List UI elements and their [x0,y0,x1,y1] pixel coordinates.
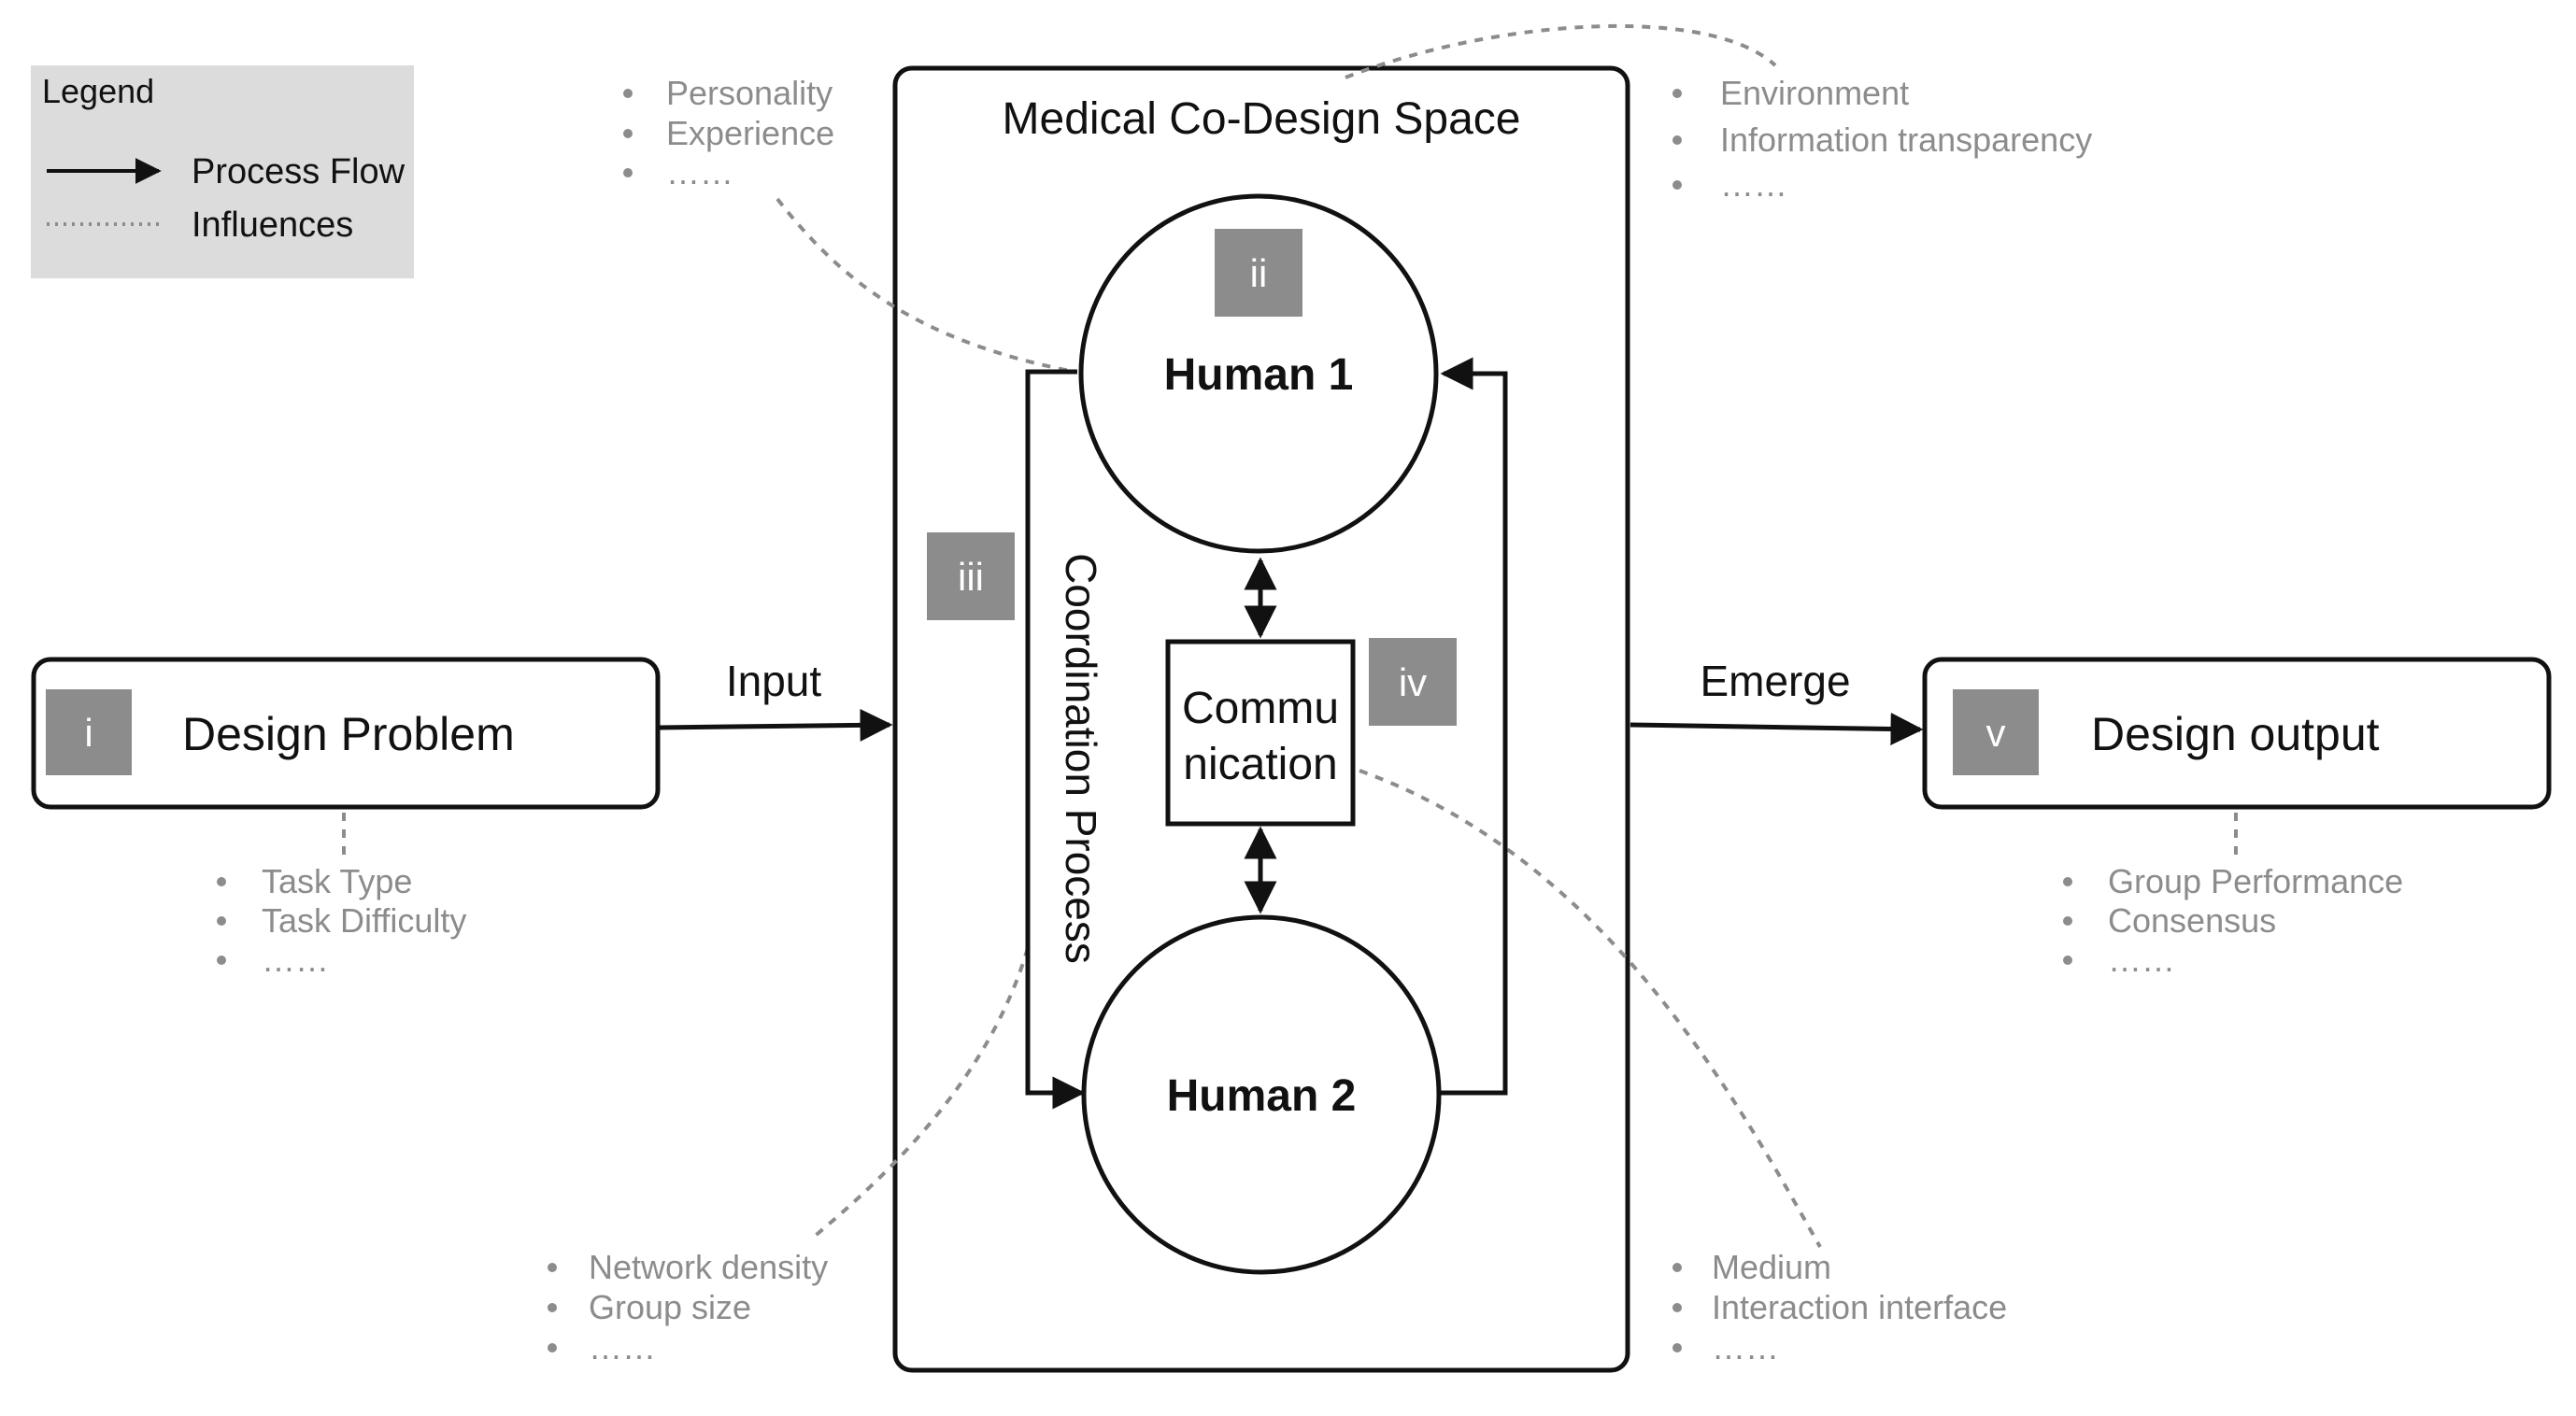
bullet [2063,956,2072,965]
bullet [217,956,226,965]
outcome-list: Group Performance Consensus …… [2063,862,2403,979]
human-traits-list: Personality Experience …… [623,74,834,191]
legend: Legend Process Flow Influences [31,65,414,278]
communication-badge [1369,638,1457,726]
bullet [1672,135,1682,145]
legend-process-flow-label: Process Flow [192,152,406,191]
bullet [1672,1343,1682,1352]
factor-item: Interaction interface [1712,1288,2007,1326]
influence-curve-personality [776,197,1075,374]
factor-item: …… [1712,1328,1779,1366]
design-problem-badge [46,689,132,775]
factor-item: Experience [666,114,834,152]
factor-item: …… [589,1328,656,1366]
factor-item: Information transparency [1720,120,2092,159]
input-arrow [658,708,893,742]
medium-list: Medium Interaction interface …… [1672,1248,2007,1366]
coordination-process-label: Coordination Process [1057,553,1105,964]
bullet [1672,180,1682,190]
influence-lines [342,23,2238,1248]
coordination-badge-label: iii [958,555,984,599]
factor-item: Group Performance [2108,862,2403,900]
human1-badge-label: ii [1250,251,1268,295]
coordination-loop-left [1025,369,1086,1110]
human2-node [1081,914,1442,1275]
input-label: Input [726,657,822,705]
bullet [623,168,633,177]
bullet [623,129,633,138]
communication-label-line1: Commu [1182,684,1339,733]
bullet [2063,877,2072,886]
factor-item: Task Type [262,862,412,900]
bullet [548,1303,557,1312]
coordination-loop-right [1439,357,1508,1096]
design-output-label: Design output [2091,708,2380,760]
design-problem-badge-label: i [84,711,93,755]
design-output-box [1922,657,2552,810]
space-title: Medical Co-Design Space [1003,94,1521,144]
co-design-space-box [892,65,1630,1373]
factor-item: Medium [1712,1248,1831,1286]
factor-item: …… [666,153,733,191]
influence-curve-network [811,947,1030,1239]
communication-label-line2: nication [1183,740,1337,789]
factor-item: …… [262,941,329,979]
human1-node [1078,193,1439,554]
bullet [1672,1303,1682,1312]
bullet [217,877,226,886]
factor-item: Network density [589,1248,828,1286]
influence-curve-medium [1359,769,1822,1248]
communication-box [1165,639,1356,827]
design-output-badge [1953,689,2039,775]
human2-label: Human 2 [1167,1071,1357,1121]
emerge-label: Emerge [1700,657,1850,705]
factor-item: …… [1720,165,1787,204]
legend-influences-label: Influences [192,205,353,245]
factor-item: …… [2108,941,2175,979]
design-output-badge-label: v [1986,711,2006,755]
bullet [548,1343,557,1352]
coordination-badge [927,532,1015,620]
bullet [1672,1263,1682,1272]
bullet [217,916,226,926]
bullet [548,1263,557,1272]
task-list: Task Type Task Difficulty …… [217,862,466,979]
factor-item: Consensus [2108,901,2276,940]
emerge-arrow [1630,712,1924,745]
communication-badge-label: iv [1399,660,1427,704]
design-problem-box [31,657,661,810]
factor-item: Personality [666,74,833,112]
legend-title: Legend [42,72,154,110]
factor-item: Environment [1720,74,1909,112]
human1-label: Human 1 [1164,350,1354,400]
factor-item: Task Difficulty [262,901,466,940]
context-list: Environment Information transparency …… [1672,74,2092,204]
factor-item: Group size [589,1288,751,1326]
human1-badge [1215,229,1302,317]
network-list: Network density Group size …… [548,1248,828,1366]
design-problem-label: Design Problem [182,708,515,760]
influence-curve-environment [1345,23,1777,79]
bullet [1672,89,1682,98]
bullet [2063,916,2072,926]
bullet [623,89,633,98]
